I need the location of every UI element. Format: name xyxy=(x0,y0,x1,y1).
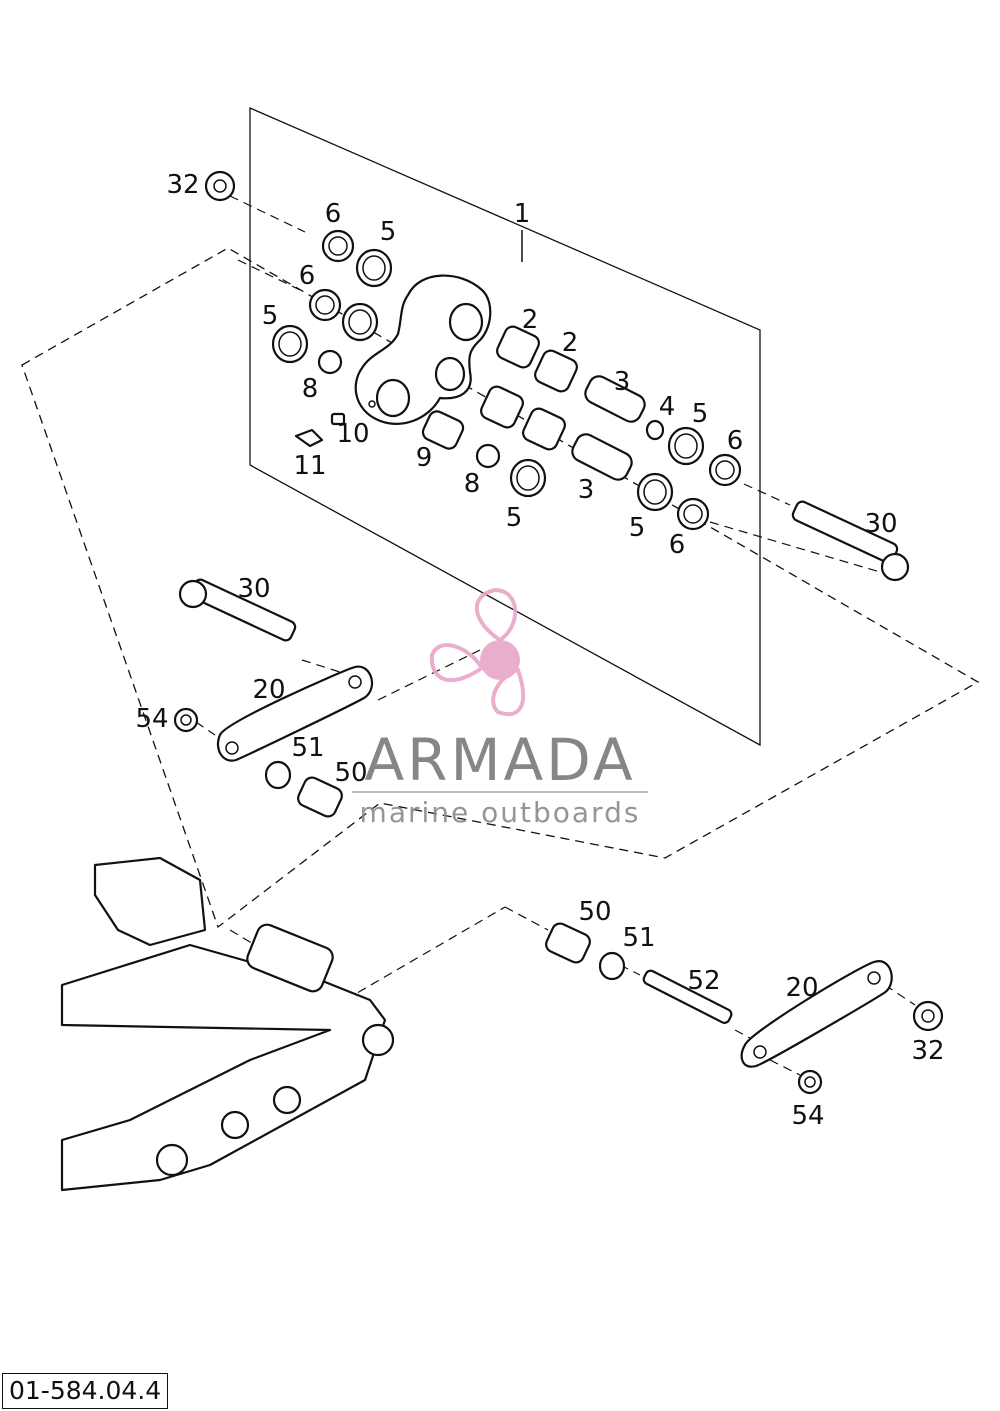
callout-3a: 3 xyxy=(614,367,631,397)
swingarm xyxy=(60,856,395,1192)
callout-labels: 1 2 2 3 3 4 5 5 5 5 5 6 6 6 6 8 8 9 10 1… xyxy=(135,170,944,1131)
callout-20b: 20 xyxy=(785,973,818,1003)
callout-11: 11 xyxy=(293,451,326,481)
callout-54a: 54 xyxy=(135,704,168,734)
bearing-parts xyxy=(271,229,742,531)
needle-bearings xyxy=(421,325,578,451)
propeller-icon xyxy=(429,587,526,716)
callout-32b: 32 xyxy=(911,1036,944,1066)
callout-6a: 6 xyxy=(325,199,342,229)
sleeves xyxy=(571,375,665,481)
watermark-tagline: marine outboards xyxy=(360,796,641,829)
brand-watermark: ARMADA marine outboards xyxy=(352,587,648,829)
callout-51b: 51 xyxy=(622,923,655,953)
callout-30b: 30 xyxy=(864,509,897,539)
document-number: 01-584.04.4 xyxy=(2,1373,169,1409)
assembly-frame xyxy=(249,107,761,747)
small-fittings xyxy=(294,349,501,469)
callout-5d: 5 xyxy=(506,503,523,533)
watermark-brand: ARMADA xyxy=(364,726,635,794)
callout-5e: 5 xyxy=(629,513,646,543)
callout-54b: 54 xyxy=(791,1101,824,1131)
rocker-lever xyxy=(354,274,492,425)
callout-50a: 50 xyxy=(334,758,367,788)
fasteners xyxy=(173,170,944,1095)
callout-5b: 5 xyxy=(262,301,279,331)
links xyxy=(216,665,893,1068)
callout-5c: 5 xyxy=(692,399,709,429)
callout-52: 52 xyxy=(687,966,720,996)
callout-50b: 50 xyxy=(578,897,611,927)
callout-5a: 5 xyxy=(380,217,397,247)
callout-8b: 8 xyxy=(464,469,481,499)
callout-4: 4 xyxy=(659,392,676,422)
callout-9: 9 xyxy=(416,443,433,473)
leader-lines xyxy=(195,195,916,1076)
callout-3b: 3 xyxy=(578,475,595,505)
callout-6b: 6 xyxy=(299,261,316,291)
callout-32a: 32 xyxy=(166,170,199,200)
callout-6c: 6 xyxy=(727,426,744,456)
callout-30a: 30 xyxy=(237,574,270,604)
dashed-outline xyxy=(21,247,980,929)
callout-2a: 2 xyxy=(522,305,539,335)
bolts xyxy=(178,500,910,642)
callout-1: 1 xyxy=(514,199,531,229)
callout-8a: 8 xyxy=(302,374,319,404)
callout-20a: 20 xyxy=(252,675,285,705)
callout-2b: 2 xyxy=(562,328,579,358)
callout-10: 10 xyxy=(336,419,369,449)
callout-6d: 6 xyxy=(669,530,686,560)
callout-51a: 51 xyxy=(291,733,324,763)
